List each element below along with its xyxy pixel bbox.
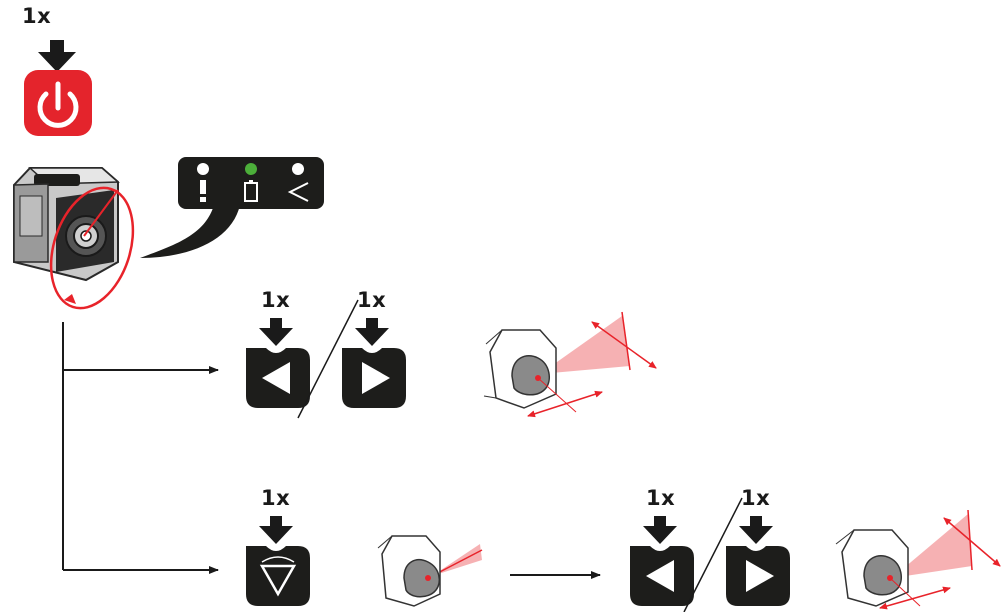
press-down-arrow-icon	[739, 516, 773, 544]
tilt-icon	[287, 182, 309, 202]
arrow-right-icon	[362, 362, 390, 394]
arrow-left-icon	[262, 362, 290, 394]
right-button[interactable]	[342, 348, 406, 408]
tilt-led	[292, 163, 304, 175]
press-down-arrow-icon	[355, 318, 389, 346]
press-count-label: 1x	[261, 288, 291, 312]
arrow-right-icon	[746, 560, 774, 592]
press-count-label: 1x	[261, 486, 291, 510]
press-down-arrow-icon	[259, 318, 293, 346]
battery-led	[245, 163, 257, 175]
battery-icon	[244, 180, 258, 202]
laser-head-vertical-plane	[483, 311, 657, 418]
rotation-indicator-icon	[49, 186, 135, 310]
press-down-arrow-icon	[259, 516, 293, 544]
press-down-arrow-icon	[38, 40, 76, 72]
press-count-label: 1x	[357, 288, 387, 312]
arrow-left-icon	[646, 560, 674, 592]
triangle-mode-icon	[259, 556, 297, 597]
left-button[interactable]	[630, 546, 694, 606]
warning-led	[197, 163, 209, 175]
or-separator	[683, 497, 743, 612]
laser-device	[13, 167, 120, 282]
right-button[interactable]	[726, 546, 790, 606]
press-count-label: 1x	[646, 486, 676, 510]
warning-icon	[200, 180, 206, 202]
laser-head-vertical-plane	[835, 509, 1001, 610]
or-separator	[297, 299, 359, 419]
mode-button[interactable]	[246, 546, 310, 606]
press-count-label: 1x	[22, 4, 52, 28]
power-button[interactable]	[24, 70, 92, 136]
power-icon	[37, 81, 79, 128]
laser-head-point-beam	[377, 535, 483, 607]
press-down-arrow-icon	[643, 516, 677, 544]
press-count-label: 1x	[741, 486, 771, 510]
status-panel	[140, 157, 324, 258]
left-button[interactable]	[246, 348, 310, 408]
flow-connector	[62, 322, 219, 574]
